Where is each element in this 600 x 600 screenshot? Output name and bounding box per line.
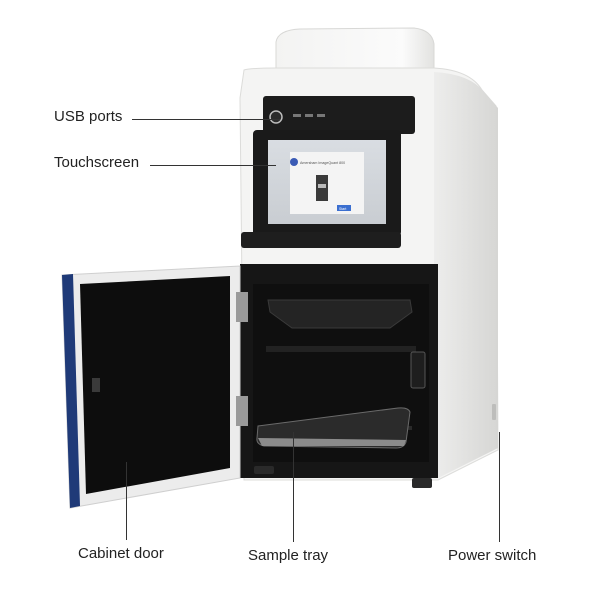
label-touchscreen: Touchscreen bbox=[54, 154, 140, 171]
foot-right bbox=[412, 478, 432, 488]
door-latch bbox=[92, 378, 100, 392]
label-sample-tray: Sample tray bbox=[248, 547, 329, 564]
foot-left bbox=[254, 466, 274, 474]
brand-logo bbox=[290, 158, 298, 166]
leader-usb-ports bbox=[132, 119, 280, 120]
label-power-switch: Power switch bbox=[448, 547, 537, 564]
power-button-icon bbox=[269, 110, 283, 124]
leader-touchscreen bbox=[150, 165, 276, 166]
screen-bottom-lip bbox=[241, 232, 401, 248]
screen-instrument-window bbox=[318, 184, 326, 188]
leader-power-switch bbox=[499, 432, 500, 542]
leader-sample-tray bbox=[293, 432, 294, 542]
control-strip bbox=[263, 96, 415, 134]
tray-front-edge bbox=[258, 438, 406, 446]
side-latch bbox=[410, 351, 426, 389]
label-cabinet-door: Cabinet door bbox=[78, 545, 164, 562]
usb-port-1 bbox=[293, 114, 301, 117]
screen-brand-text: Amersham ImageQuant 800 bbox=[300, 161, 345, 165]
door-inner-panel bbox=[80, 276, 230, 494]
side-panel bbox=[434, 72, 498, 478]
filter-housing bbox=[267, 299, 413, 329]
door-edge-blue bbox=[62, 274, 80, 508]
filter-rail bbox=[266, 346, 416, 352]
screen-button-text: Start bbox=[339, 207, 346, 211]
screen-button bbox=[337, 205, 351, 211]
label-usb-ports: USB ports bbox=[54, 108, 123, 125]
leader-cabinet-door bbox=[126, 462, 127, 540]
hinge-bottom bbox=[236, 396, 248, 426]
power-switch bbox=[492, 404, 496, 420]
hinge-top bbox=[236, 292, 248, 322]
usb-port-3 bbox=[317, 114, 325, 117]
sample-tray bbox=[256, 407, 411, 449]
usb-port-2 bbox=[305, 114, 313, 117]
